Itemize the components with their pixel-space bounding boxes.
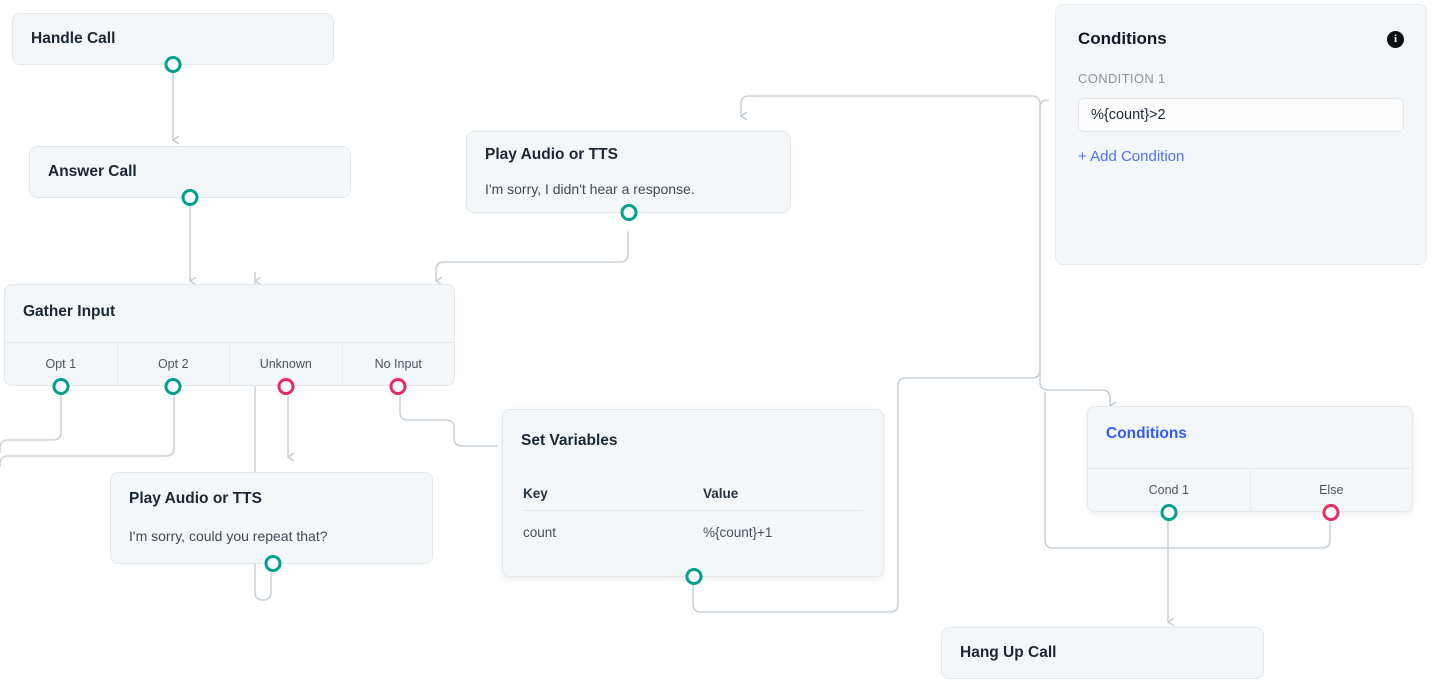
node-answer-call[interactable]: Answer Call [29,146,351,206]
port-cond-1[interactable]: Cond 1 [1088,469,1250,521]
node-title: Answer Call [48,163,137,180]
node-subtitle: I'm sorry, could you repeat that? [129,527,328,544]
port-label: Cond 1 [1148,483,1189,497]
output-port-set-variables[interactable] [685,568,703,585]
table-header-row: Key Value [503,486,883,501]
conditions-panel-title: Conditions [1078,29,1167,48]
add-condition-button[interactable]: + Add Condition [1078,148,1185,165]
node-title: Gather Input [23,303,116,320]
port-no-input[interactable]: No Input [341,343,455,395]
node-set-variables[interactable]: Set Variables Key Value count %{count}+1 [502,409,884,585]
output-port-answer-call[interactable] [181,189,199,206]
column-header-key: Key [523,486,548,501]
node-hang-up-call[interactable]: Hang Up Call [941,627,1264,679]
edge-opt2-out [0,388,175,467]
output-port-cond-1[interactable] [1160,504,1178,521]
port-opt-1[interactable]: Opt 1 [5,343,117,395]
edge-noresponse-to-gather [435,231,629,281]
port-row: Cond 1 Else [1088,468,1413,521]
cell-key: count [523,525,557,540]
node-title: Handle Call [31,30,116,47]
node-title: Conditions [1106,425,1187,442]
variables-table: Key Value count %{count}+1 [503,486,883,540]
condition-input[interactable]: %{count}>2 [1078,98,1404,132]
port-row: Opt 1 Opt 2 Unknown No Input [5,342,455,395]
port-label: Opt 1 [45,357,77,371]
output-port-opt-1[interactable] [52,378,70,395]
node-title: Hang Up Call [960,644,1057,661]
output-port-no-input[interactable] [389,378,407,395]
port-else[interactable]: Else [1249,469,1413,521]
edge-noinput-to-setvars [399,388,498,447]
node-conditions[interactable]: Conditions Cond 1 Else [1087,406,1413,521]
port-opt-2[interactable]: Opt 2 [116,343,230,395]
node-title: Play Audio or TTS [485,146,618,163]
node-title: Play Audio or TTS [129,490,262,507]
conditions-panel[interactable]: Conditions i CONDITION 1 %{count}>2 + Ad… [1055,4,1427,265]
node-play-audio-unknown[interactable]: Play Audio or TTS I'm sorry, could you r… [110,472,433,572]
node-subtitle: I'm sorry, I didn't hear a response. [485,180,695,197]
port-label: Unknown [259,357,312,371]
node-play-audio-no-input[interactable]: Play Audio or TTS I'm sorry, I didn't he… [466,131,791,221]
column-header-value: Value [703,486,739,501]
condition-label: CONDITION 1 [1078,71,1166,86]
port-label: Else [1319,483,1344,497]
table-divider [523,510,863,511]
port-unknown[interactable]: Unknown [229,343,342,395]
output-port-play-audio-no-input[interactable] [620,204,637,221]
condition-input-value: %{count}>2 [1091,107,1166,123]
node-gather-input[interactable]: Gather Input Opt 1 Opt 2 Unknown No Inpu… [4,284,455,395]
output-port-play-audio-unknown[interactable] [264,555,282,572]
port-label: No Input [374,357,422,371]
output-port-unknown[interactable] [277,378,295,395]
port-label: Opt 2 [157,357,189,371]
node-title: Set Variables [521,432,618,449]
table-row: count %{count}+1 [503,525,883,540]
node-handle-call[interactable]: Handle Call [12,13,334,73]
edge-to-conditions-node [740,95,758,116]
info-icon[interactable]: i [1387,30,1404,48]
edge-opt1-out [0,388,62,453]
cell-value: %{count}+1 [703,525,773,540]
output-port-handle-call[interactable] [164,56,182,73]
conditions-panel-header: Conditions i [1056,5,1426,49]
output-port-opt-2[interactable] [164,378,182,395]
output-port-else[interactable] [1322,504,1340,521]
